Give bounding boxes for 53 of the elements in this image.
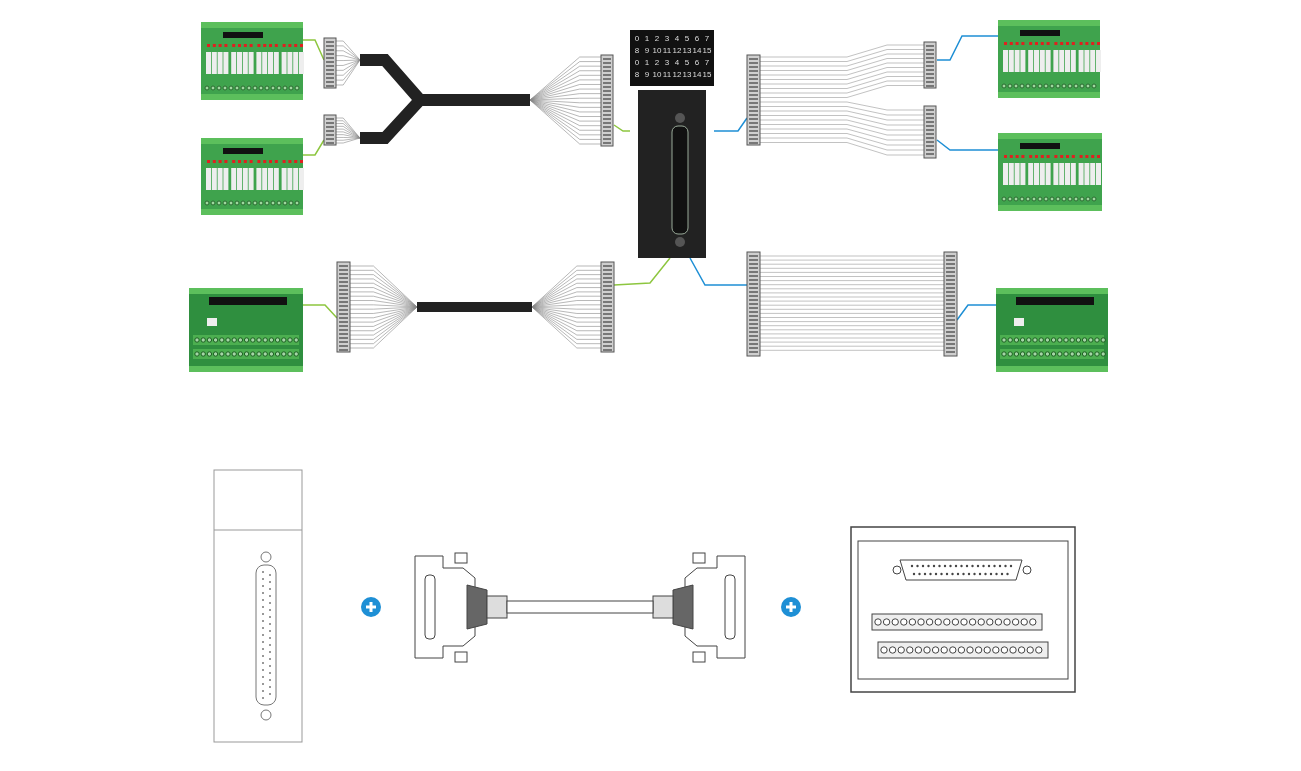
channel-number: 9 xyxy=(643,70,651,80)
leader-line xyxy=(613,124,631,132)
channel-number: 3 xyxy=(663,34,671,44)
channel-number: 0 xyxy=(633,34,641,44)
channel-number: 5 xyxy=(683,58,691,68)
relay-board-drawing xyxy=(998,133,1102,211)
channel-number: 8 xyxy=(633,46,641,56)
relay-board-drawing xyxy=(201,138,303,215)
channel-number: 0 xyxy=(633,58,641,68)
cable-drawing xyxy=(337,262,614,352)
channel-number: 4 xyxy=(673,58,681,68)
channel-number: 2 xyxy=(653,58,661,68)
relay-board-drawing xyxy=(201,22,303,100)
channel-number: 5 xyxy=(683,34,691,44)
channel-number: 7 xyxy=(703,58,711,68)
leader-line xyxy=(613,257,671,286)
channel-number: 9 xyxy=(643,46,651,56)
channel-number: 8 xyxy=(633,70,641,80)
ribbon-cable-drawing xyxy=(747,252,957,356)
leader-line xyxy=(956,304,997,321)
channel-number: 13 xyxy=(682,70,692,80)
leader-line xyxy=(713,117,748,132)
channel-number: 10 xyxy=(652,46,662,56)
channel-number: 1 xyxy=(643,58,651,68)
terminal-board-drawing xyxy=(189,288,303,372)
relay-board-drawing xyxy=(998,20,1100,98)
channel-number: 4 xyxy=(673,34,681,44)
channel-number: 6 xyxy=(693,58,701,68)
leader-line xyxy=(936,139,999,151)
io-module-drawing xyxy=(630,30,714,258)
y-cable-drawing xyxy=(324,37,614,147)
channel-number: 10 xyxy=(652,70,662,80)
channel-number: 15 xyxy=(702,70,712,80)
channel-number: 15 xyxy=(702,46,712,56)
leader-line xyxy=(302,139,325,156)
terminal-board-drawing xyxy=(996,288,1108,372)
channel-number: 3 xyxy=(663,58,671,68)
channel-number: 11 xyxy=(662,70,672,80)
channel-number: 6 xyxy=(693,34,701,44)
channel-number: 13 xyxy=(682,46,692,56)
leader-line xyxy=(302,304,338,319)
channel-number: 14 xyxy=(692,46,702,56)
channel-number: 11 xyxy=(662,46,672,56)
channel-number: 12 xyxy=(672,46,682,56)
channel-number: 2 xyxy=(653,34,661,44)
channel-number: 1 xyxy=(643,34,651,44)
channel-number: 14 xyxy=(692,70,702,80)
leader-line xyxy=(936,35,999,61)
leader-line xyxy=(302,39,325,61)
channel-number: 7 xyxy=(703,34,711,44)
leader-line xyxy=(689,257,748,286)
split-ribbon-cable-drawing xyxy=(747,42,937,160)
channel-number: 12 xyxy=(672,70,682,80)
